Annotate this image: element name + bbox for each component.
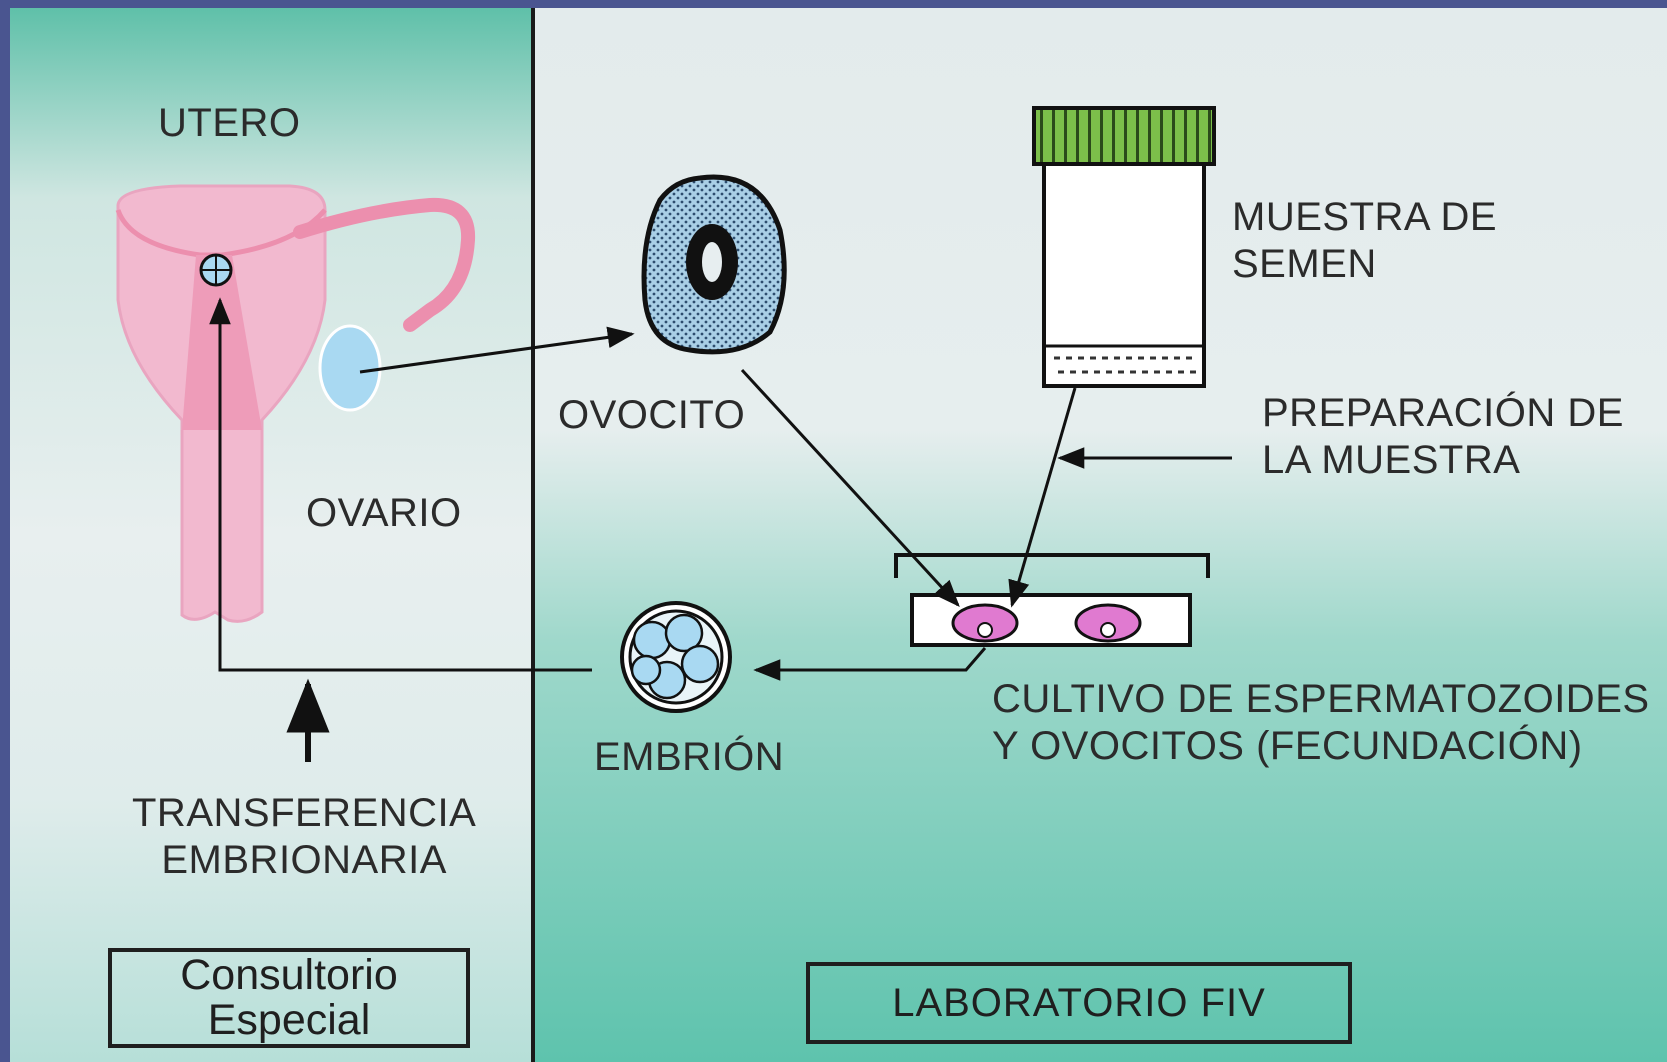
label-cultivo-line-1: CULTIVO DE ESPERMATOZOIDES xyxy=(992,677,1650,721)
flow-arrows xyxy=(209,297,1232,762)
label-ovario: OVARIO xyxy=(306,491,462,535)
arrow-ovary-to-oocyte xyxy=(359,326,635,374)
label-embrion: EMBRIÓN xyxy=(594,735,785,779)
arrow-oocyte-to-dish xyxy=(740,368,960,607)
jar-lid xyxy=(1032,106,1216,166)
label-transferencia-line-1: TRANSFERENCIA xyxy=(132,791,477,835)
implanted-embryo-icon xyxy=(199,253,233,287)
left-panel xyxy=(10,8,533,1062)
label-muestra: MUESTRA DE SEMEN xyxy=(1232,194,1497,288)
label-muestra-line-1: MUESTRA DE xyxy=(1232,195,1498,239)
label-transferencia-line-2: EMBRIONARIA xyxy=(161,838,447,883)
semen-jar-illustration xyxy=(1032,106,1216,388)
label-ovocito: OVOCITO xyxy=(558,393,746,437)
consultorio-box: Consultorio Especial xyxy=(108,948,470,1048)
fallopian-tube xyxy=(293,197,476,332)
label-preparacion-line-2: LA MUESTRA xyxy=(1262,438,1521,483)
arrow-dish-to-embryo xyxy=(753,647,987,681)
embryo-illustration xyxy=(620,601,732,713)
consultorio-line-2: Especial xyxy=(207,996,371,1044)
laboratorio-box: LABORATORIO FIV xyxy=(806,962,1352,1044)
label-preparacion: PREPARACIÓN DE LA MUESTRA xyxy=(1262,390,1624,484)
label-transferencia: TRANSFERENCIA EMBRIONARIA xyxy=(132,790,476,884)
label-utero: UTERO xyxy=(158,101,301,145)
oocyte-illustration xyxy=(641,174,787,355)
arrow-embryo-to-uterus xyxy=(209,297,592,672)
label-cultivo: CULTIVO DE ESPERMATOZOIDES Y OVOCITOS (F… xyxy=(992,676,1650,770)
label-cultivo-line-2: Y OVOCITOS (FECUNDACIÓN) xyxy=(992,724,1583,769)
label-preparacion-line-1: PREPARACIÓN DE xyxy=(1262,391,1624,435)
label-muestra-line-2: SEMEN xyxy=(1232,242,1377,287)
ovary-shape xyxy=(318,324,382,412)
arrow-jar-to-dish xyxy=(1008,387,1077,608)
consultorio-line-1: Consultorio xyxy=(180,950,398,999)
